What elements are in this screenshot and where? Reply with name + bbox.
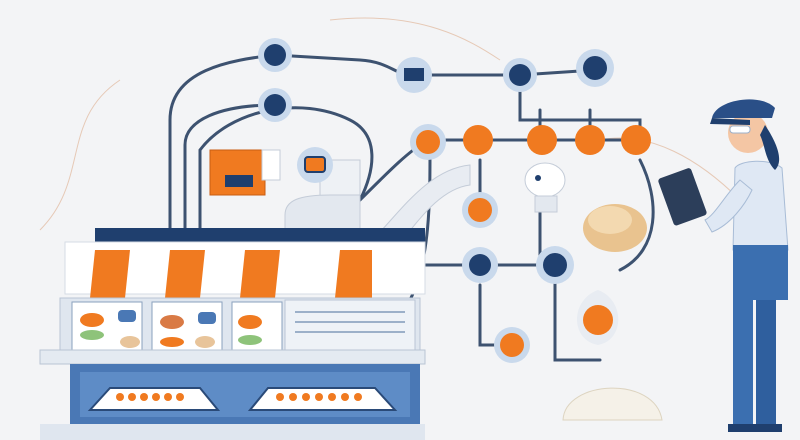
orange-node-icon [494, 327, 530, 363]
bread-dough-icon [583, 204, 647, 252]
orange-node-icon [463, 125, 493, 155]
orange-node-icon [577, 290, 619, 345]
worker [658, 99, 789, 432]
orange-box-icon [209, 149, 281, 196]
robot-head-icon [524, 162, 566, 213]
background-lines [39, 17, 741, 231]
gear-node-icon [576, 49, 614, 87]
tray-food [116, 393, 362, 401]
orange-node-icon [575, 125, 605, 155]
production-machine [39, 228, 426, 440]
gear-node-icon [462, 247, 498, 283]
monitor-node-icon [396, 57, 432, 93]
bread-dough-icon [562, 387, 663, 421]
gear-node-icon [258, 88, 292, 122]
orange-node-icon [410, 124, 446, 160]
gear-node-icon [258, 38, 292, 72]
orange-node-icon [462, 192, 498, 228]
gear-node-icon [503, 58, 537, 92]
monitor-node-icon [297, 147, 333, 183]
orange-node-icon [621, 125, 651, 155]
gear-node-icon [536, 246, 574, 284]
orange-node-icon [527, 125, 557, 155]
